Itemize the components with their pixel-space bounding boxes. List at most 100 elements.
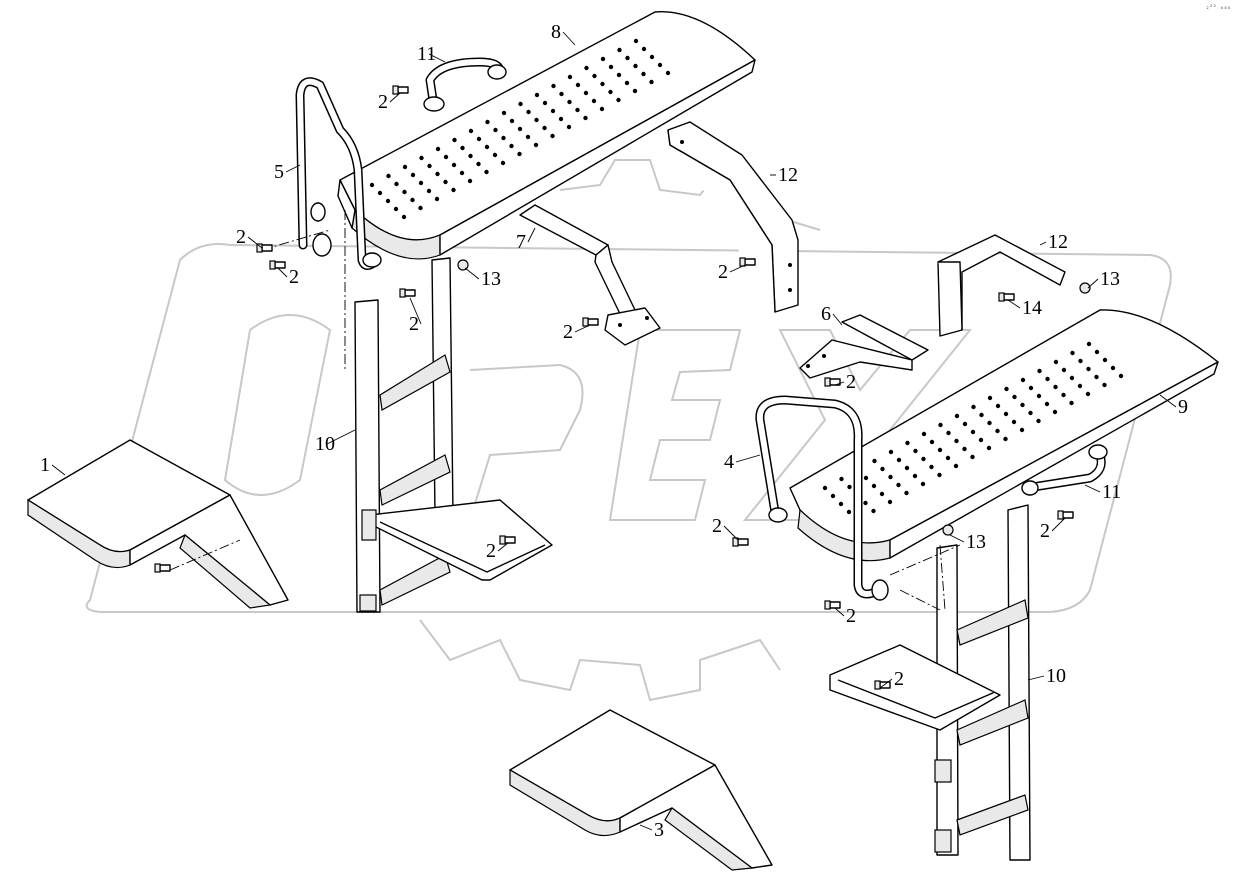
callout-13: 13 xyxy=(966,531,986,553)
platform-hole xyxy=(608,89,613,95)
platform-hole xyxy=(517,151,522,157)
platform-hole xyxy=(896,457,902,463)
platform-hole xyxy=(929,464,934,470)
callout-10: 10 xyxy=(315,433,335,455)
platform-hole xyxy=(1086,366,1091,372)
platform-hole xyxy=(575,107,580,113)
platform-hole xyxy=(443,179,448,185)
platform-hole xyxy=(1011,419,1017,425)
callout-7: 7 xyxy=(516,231,526,253)
platform-hole xyxy=(418,180,424,186)
platform-hole xyxy=(485,119,490,125)
platform-hole xyxy=(1036,418,1041,424)
platform-hole xyxy=(1094,374,1099,380)
platform-hole xyxy=(599,106,605,112)
platform-hole xyxy=(451,187,456,193)
platform-hole xyxy=(1045,376,1050,382)
callout-leader xyxy=(326,429,356,445)
platform-hole xyxy=(484,169,489,175)
callout-leader xyxy=(285,164,301,173)
callout-leader xyxy=(723,525,739,541)
platform-hole xyxy=(468,153,473,159)
platform-hole xyxy=(896,482,901,488)
callout-leader xyxy=(527,227,536,243)
platform-hole xyxy=(1069,400,1074,406)
callout-2: 2 xyxy=(563,321,573,343)
platform-hole xyxy=(534,92,540,98)
platform-hole xyxy=(550,133,555,139)
platform-hole xyxy=(566,124,572,130)
platform-hole xyxy=(1061,392,1066,398)
platform-hole xyxy=(526,109,531,115)
platform-hole xyxy=(550,108,556,114)
platform-hole xyxy=(1036,393,1042,399)
platform-hole xyxy=(905,440,910,446)
platform-hole xyxy=(954,438,959,444)
platform-hole xyxy=(871,483,877,489)
platform-hole xyxy=(509,118,515,124)
platform-hole xyxy=(971,404,976,410)
platform-hole xyxy=(921,431,927,437)
platform-hole xyxy=(427,163,432,169)
callout-leader xyxy=(497,542,509,552)
platform-hole xyxy=(558,116,564,122)
platform-hole xyxy=(1070,350,1075,356)
platform-hole xyxy=(386,173,391,179)
callout-leader xyxy=(1159,394,1177,408)
platform-hole xyxy=(962,421,968,427)
platform-hole xyxy=(632,88,638,94)
platform-hole xyxy=(401,214,407,220)
platform-hole xyxy=(979,412,984,418)
callout-2: 2 xyxy=(846,371,856,393)
platform-hole xyxy=(904,490,909,496)
platform-hole xyxy=(394,181,399,187)
callout-leader xyxy=(574,324,591,333)
platform-hole xyxy=(410,172,416,178)
callout-leader xyxy=(428,53,446,63)
platform-hole xyxy=(1004,386,1009,392)
watermark-logo xyxy=(85,159,1172,702)
callout-leader xyxy=(1084,484,1101,493)
platform-hole xyxy=(542,125,547,131)
handrail-left xyxy=(295,77,382,270)
platform-hole xyxy=(591,98,597,104)
platform-hole xyxy=(534,117,539,123)
callout-leader xyxy=(389,92,401,103)
platform-hole xyxy=(1020,377,1026,383)
platform-hole xyxy=(452,137,457,143)
platform-hole xyxy=(929,439,935,445)
platform-hole xyxy=(830,493,836,499)
callout-leader xyxy=(562,31,576,46)
platform-hole xyxy=(641,71,646,77)
platform-hole xyxy=(962,446,967,452)
callout-leader xyxy=(1007,299,1021,309)
platform-hole xyxy=(426,188,432,194)
hardware xyxy=(154,85,1091,690)
platform-hole xyxy=(649,54,655,60)
platform-hole xyxy=(1012,394,1017,400)
callout-leader xyxy=(51,464,66,476)
platform-hole xyxy=(863,475,869,481)
platform-hole xyxy=(1003,411,1009,417)
platform-hole xyxy=(624,80,630,86)
platform-hole xyxy=(987,395,993,401)
callout-10: 10 xyxy=(1046,665,1066,687)
platform-hole xyxy=(575,82,581,88)
platform-hole xyxy=(518,101,523,107)
platform-hole xyxy=(1053,359,1059,365)
platform-hole xyxy=(846,509,852,515)
platform-hole xyxy=(1102,382,1107,388)
platform-hole xyxy=(822,485,828,491)
platform-hole xyxy=(1069,375,1075,381)
callout-5: 5 xyxy=(274,161,284,183)
platform-hole xyxy=(1094,349,1100,355)
platform-hole xyxy=(435,146,441,152)
platform-hole xyxy=(393,206,399,212)
platform-hole xyxy=(476,161,481,167)
platform-hole xyxy=(1118,373,1124,379)
callout-leader xyxy=(834,381,845,386)
platform-hole xyxy=(1052,409,1058,415)
platform-hole xyxy=(600,81,605,87)
platform-hole xyxy=(625,55,630,61)
